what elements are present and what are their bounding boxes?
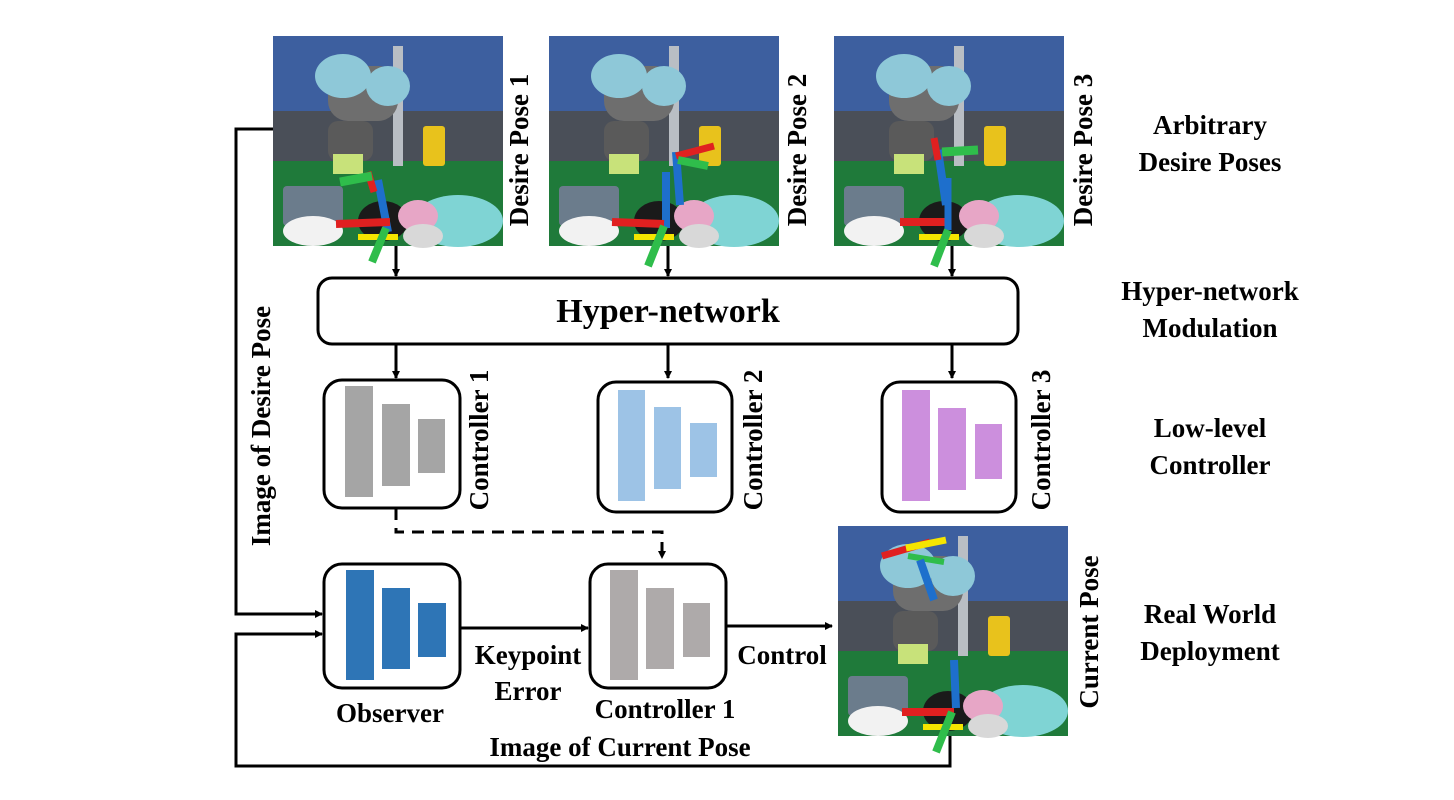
control-label: Control	[737, 640, 827, 670]
stage-1-line2: Desire Poses	[1139, 147, 1282, 177]
current-pose-photo	[838, 526, 1068, 754]
controller-3-block	[880, 380, 1018, 514]
desire-pose-1-photo	[273, 36, 503, 264]
observer-block	[322, 562, 462, 690]
image-of-current-pose-label: Image of Current Pose	[489, 732, 750, 762]
desire-pose-3-photo	[834, 36, 1064, 268]
desire-pose-2-label: Desire Pose 2	[782, 74, 812, 226]
dashed-arrow-controller-1-to-deploy	[394, 508, 666, 559]
stage-3-line1: Low-level	[1154, 413, 1267, 443]
controller-1-label: Controller 1	[464, 370, 494, 511]
stage-4-line2: Deployment	[1140, 636, 1279, 666]
desire-pose-2-photo	[549, 36, 779, 268]
stage-1-line1: Arbitrary	[1153, 110, 1267, 140]
desire-pose-3-label: Desire Pose 3	[1068, 74, 1098, 226]
stage-3-line2: Controller	[1150, 450, 1271, 480]
controller-3-label: Controller 3	[1026, 370, 1056, 511]
deploy-controller-block	[588, 562, 728, 690]
controller-2-block	[596, 380, 734, 514]
image-of-desire-pose-label: Image of Desire Pose	[246, 306, 276, 546]
keypoint-error-label-line2: Error	[495, 676, 562, 706]
hypernetwork-label: Hyper-network	[556, 293, 780, 330]
stage-4-line1: Real World	[1144, 599, 1276, 629]
controller-1-block	[322, 378, 462, 510]
observer-label: Observer	[336, 698, 444, 728]
stage-2-line2: Modulation	[1142, 313, 1277, 343]
stage-2-line1: Hyper-network	[1121, 276, 1298, 306]
controller-2-label: Controller 2	[738, 370, 768, 511]
path-image-of-current-pose	[234, 630, 952, 768]
keypoint-error-label-line1: Keypoint	[475, 640, 582, 670]
desire-pose-1-label: Desire Pose 1	[504, 74, 534, 226]
current-pose-label: Current Pose	[1074, 555, 1104, 708]
deploy-controller-label: Controller 1	[595, 694, 736, 724]
path-image-of-desire-pose	[234, 127, 323, 618]
